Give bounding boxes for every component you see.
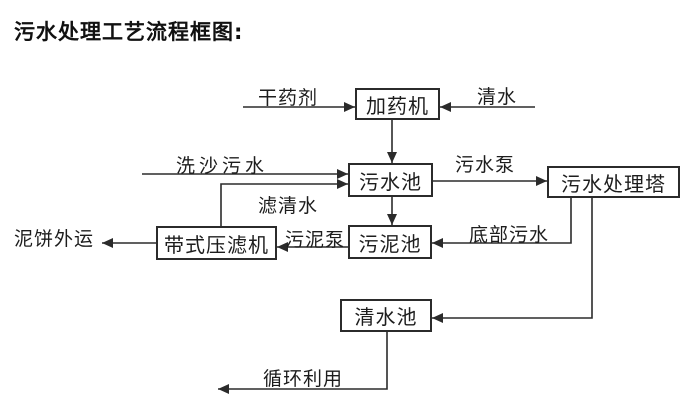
label-mud-cake-outbound: 泥饼外运 [14, 228, 95, 250]
label-wastewater-pump: 污水泵 [455, 154, 516, 176]
label-recycle-use: 循环利用 [263, 368, 344, 390]
node-belt-filter-press: 带式压滤机 [156, 226, 277, 260]
arrow-tower-to-sludge-pool [432, 198, 572, 248]
node-sludge-pool: 污泥池 [348, 225, 432, 259]
arrow-tower-to-clean-water-pool [432, 198, 593, 323]
node-treatment-tower: 污水处理塔 [547, 166, 680, 198]
label-sand-washing-wastewater: 洗沙污水 [176, 155, 269, 177]
node-wastewater-pool: 污水池 [348, 163, 433, 197]
node-clean-water-pool: 清水池 [340, 299, 432, 332]
arrow-clean-water-pool-to-recycle [218, 332, 388, 394]
label-bottom-wastewater: 底部污水 [469, 224, 550, 246]
node-dosing-machine: 加药机 [355, 88, 440, 120]
page-title: 污水处理工艺流程框图: [14, 20, 244, 44]
label-sludge-pump: 污泥泵 [285, 229, 346, 251]
arrow-filtered-water-to-wastewater-pool [220, 179, 348, 226]
label-dry-chemical: 干药剂 [258, 87, 319, 109]
label-filtered-water: 滤清水 [258, 195, 319, 217]
label-clean-water: 清水 [477, 86, 518, 108]
